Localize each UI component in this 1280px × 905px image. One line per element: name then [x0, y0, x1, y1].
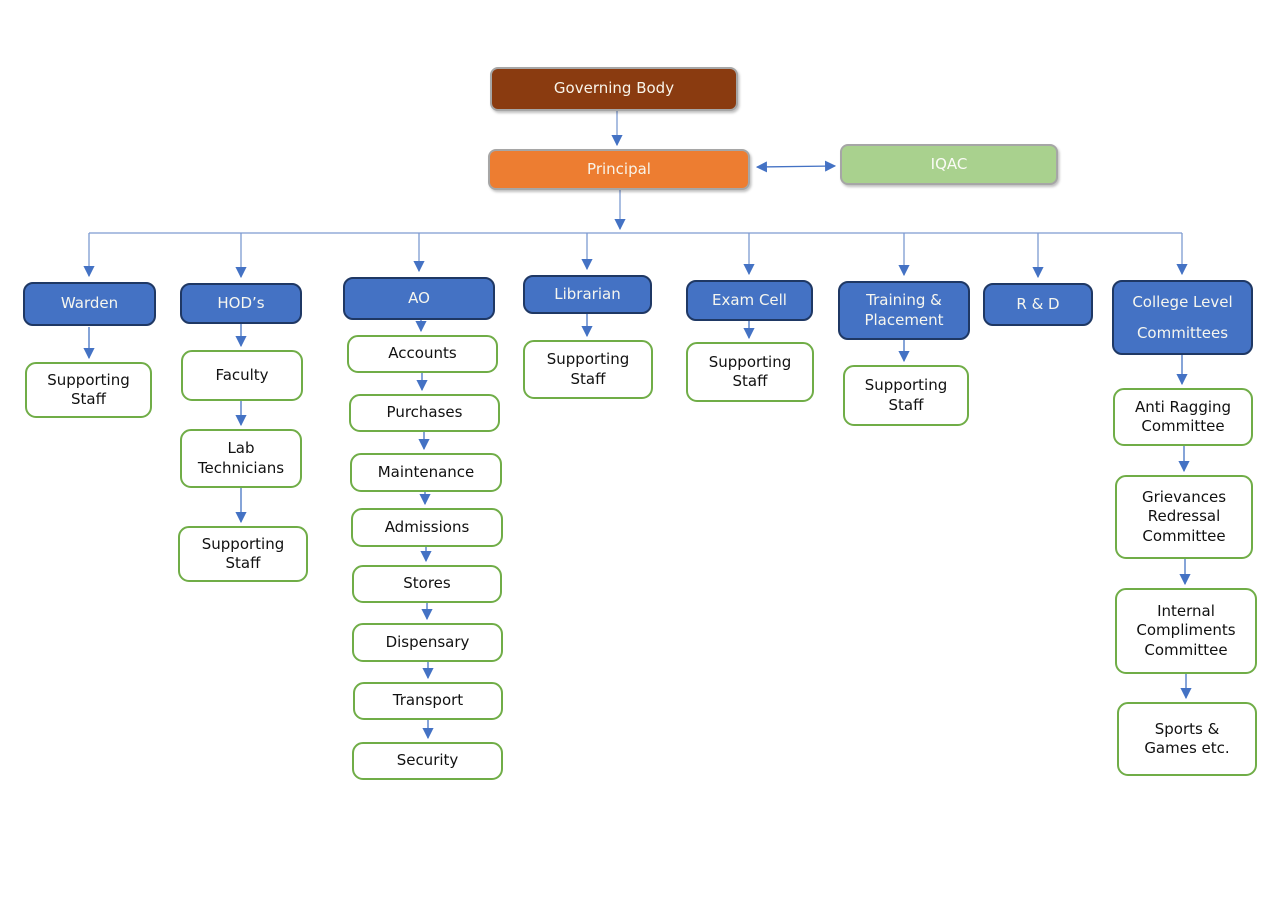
node-clc-sports-games: Sports & Games etc. — [1117, 702, 1257, 776]
tree-connectors — [83, 111, 1188, 279]
node-ao-transport: Transport — [353, 682, 503, 720]
node-iqac: IQAC — [840, 144, 1058, 185]
node-librarian: Librarian — [523, 275, 652, 314]
node-ao-admissions: Admissions — [351, 508, 503, 547]
node-librarian-supporting-staff: Supporting Staff — [523, 340, 653, 399]
node-hods-faculty: Faculty — [181, 350, 303, 401]
node-ao-security: Security — [352, 742, 503, 780]
node-clc-internal-compliments-committee: Internal Compliments Committee — [1115, 588, 1257, 674]
node-hods-lab-technicians: Lab Technicians — [180, 429, 302, 488]
node-warden: Warden — [23, 282, 156, 326]
node-r-and-d: R & D — [983, 283, 1093, 326]
node-ao-maintenance: Maintenance — [350, 453, 502, 492]
node-clc-anti-ragging-committee: Anti Ragging Committee — [1113, 388, 1253, 446]
node-principal: Principal — [488, 149, 750, 190]
node-ao: AO — [343, 277, 495, 320]
node-exam-cell: Exam Cell — [686, 280, 813, 321]
node-ao-dispensary: Dispensary — [352, 623, 503, 662]
node-ao-purchases: Purchases — [349, 394, 500, 432]
node-training-placement-supporting-staff: Supporting Staff — [843, 365, 969, 426]
node-warden-supporting-staff: Supporting Staff — [25, 362, 152, 418]
node-clc-grievances-redressal-committee: Grievances Redressal Committee — [1115, 475, 1253, 559]
node-exam-cell-supporting-staff: Supporting Staff — [686, 342, 814, 402]
node-college-level-committees: College Level Committees — [1112, 280, 1253, 355]
column-connectors — [83, 314, 1192, 740]
node-ao-accounts: Accounts — [347, 335, 498, 373]
node-hods: HOD’s — [180, 283, 302, 324]
node-governing-body: Governing Body — [490, 67, 738, 111]
node-hods-supporting-staff: Supporting Staff — [178, 526, 308, 582]
node-ao-stores: Stores — [352, 565, 502, 603]
node-training-placement: Training & Placement — [838, 281, 970, 340]
